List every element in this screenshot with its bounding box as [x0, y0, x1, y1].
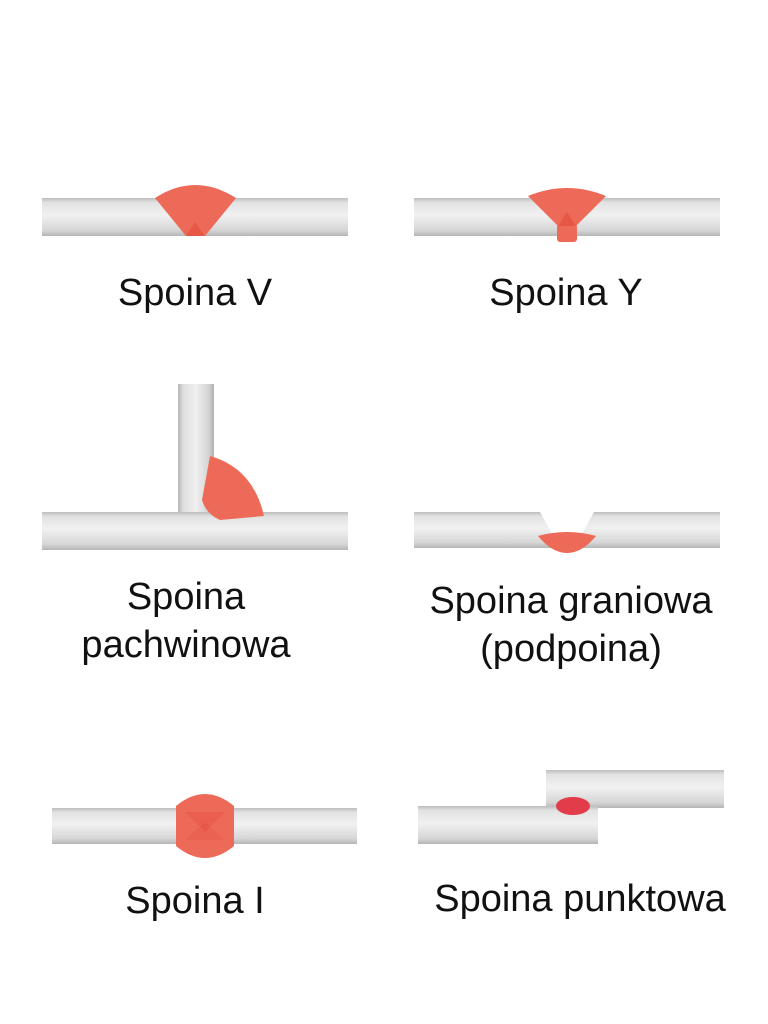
- weld-shade-bottom: [185, 822, 225, 840]
- spot-weld: [556, 797, 590, 815]
- y-weld-icon: [414, 188, 720, 242]
- weld-shade: [558, 212, 576, 226]
- label-fillet-weld-line2: pachwinowa: [81, 624, 291, 666]
- weld-root: [557, 224, 577, 242]
- weld-bead: [176, 794, 234, 858]
- label-v-weld: Spoina V: [117, 272, 273, 314]
- label-spot-weld: Spoina punktowa: [434, 878, 726, 920]
- weld-bead: [202, 456, 264, 520]
- label-y-weld: Spoina Y: [489, 272, 643, 314]
- plate-horizontal: [42, 512, 348, 550]
- weld-root-shade: [186, 222, 205, 236]
- plate-right: [574, 512, 720, 548]
- root-weld-icon: [414, 512, 720, 553]
- weld-shade: [185, 812, 225, 832]
- i-weld-icon: [52, 794, 357, 858]
- label-i-weld: Spoina I: [125, 880, 265, 922]
- plate-left: [414, 512, 560, 548]
- label-root-weld-line1: Spoina graniowa: [429, 580, 713, 622]
- spot-weld-icon: [418, 770, 724, 844]
- weld-bead: [538, 532, 596, 553]
- weld-bead: [155, 185, 236, 236]
- fillet-weld-icon: [42, 384, 348, 550]
- label-fillet-weld-line1: Spoina: [126, 576, 246, 618]
- v-weld-icon: [42, 185, 348, 236]
- weld-bead: [528, 188, 606, 226]
- label-root-weld-line2: (podpoina): [480, 628, 662, 670]
